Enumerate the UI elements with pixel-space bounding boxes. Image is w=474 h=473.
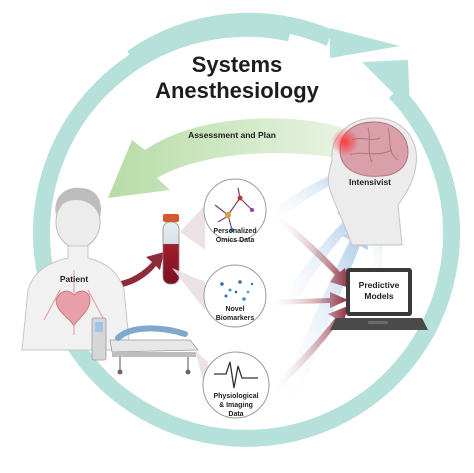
icu-bed-icon: [91, 317, 199, 375]
omics-data-node: [180, 178, 267, 250]
biomarkers-label-1: Novel: [225, 306, 244, 313]
patient-label: Patient: [60, 274, 89, 284]
cycle-ring: [33, 12, 461, 447]
physiological-data-node: [195, 350, 270, 419]
blood-tube-icon: [162, 214, 180, 285]
title-line-2: Anesthesiology: [155, 78, 320, 103]
laptop-icon: [330, 268, 428, 330]
biomarkers-label-2: Biomarkers: [216, 315, 255, 322]
alert-glow-icon: [331, 128, 359, 156]
assessment-plan-label: Assessment and Plan: [188, 130, 276, 140]
cycle-arrowhead: [330, 28, 400, 58]
omics-label-2: Omics Data: [216, 237, 255, 244]
omics-label-1: Personalized: [213, 228, 256, 235]
predictive-models-label-2: Models: [364, 291, 394, 301]
heart-icon: [55, 290, 91, 328]
predictive-models-label-1: Predictive: [359, 280, 400, 290]
red-arrows-to-models: [112, 212, 350, 392]
intensivist-label: Intensivist: [349, 177, 391, 187]
biomarkers-node: [172, 264, 267, 328]
physiological-label-2: & Imaging: [219, 402, 253, 409]
physiological-label-3: Data: [228, 411, 243, 418]
intensivist-figure: [327, 117, 417, 246]
assessment-plan-arrow: [108, 118, 350, 198]
physiological-label-1: Physiological: [213, 393, 258, 400]
title-line-1: Systems: [192, 52, 283, 77]
